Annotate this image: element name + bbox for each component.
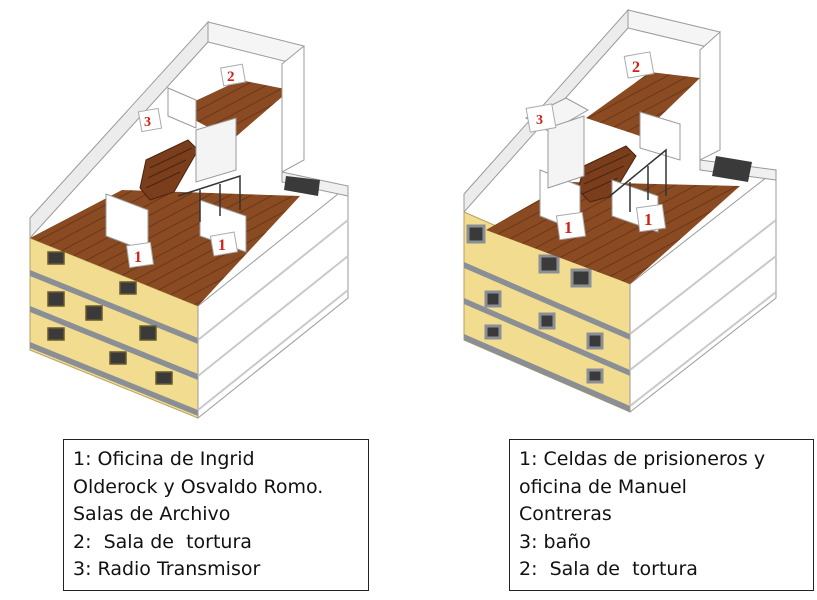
svg-text:3: 3 (536, 113, 543, 128)
legend-left-line: 2: Sala de tortura (73, 530, 252, 553)
right-room-tag: 1 (555, 211, 587, 241)
legend-left-line: Salas de Archivo (73, 503, 231, 525)
svg-text:1: 1 (644, 210, 653, 229)
legend-right-line: Contreras (519, 503, 612, 525)
legend-right: 1: Celdas de prisioneros y oficina de Ma… (509, 439, 814, 591)
right-partition (547, 115, 585, 189)
svg-text:1: 1 (564, 218, 573, 237)
legend-left: 1: Oficina de Ingrid Olderock y Osvaldo … (63, 439, 369, 591)
legend-right-line: oficina de Manuel (519, 475, 687, 498)
left-stair-steps (145, 147, 193, 189)
right-facade-band (464, 334, 630, 412)
left-windows (47, 251, 173, 385)
left-railing (177, 174, 241, 222)
right-railing (609, 148, 667, 212)
right-building-model (463, 8, 777, 414)
left-room-tag: 3 (137, 107, 163, 133)
legend-left-line: 1: Oficina de Ingrid (73, 448, 255, 470)
left-floor-upper (176, 80, 290, 140)
legend-right-line: 3: baño (519, 530, 591, 553)
right-facade-band (464, 262, 630, 340)
right-windows (466, 224, 604, 384)
svg-text:2: 2 (227, 69, 235, 85)
right-side-stripes (629, 219, 777, 407)
left-room-tag: 2 (220, 63, 246, 87)
left-partition (195, 117, 237, 183)
left-building-model (29, 20, 349, 420)
legend-left-line: 3: Radio Transmisor (73, 558, 261, 580)
legend-right-line: 1: Celdas de prisioneros y (519, 448, 766, 470)
legend-left-line: Olderock y Osvaldo Romo. (73, 475, 324, 498)
left-inner-wall (281, 44, 305, 173)
svg-text:1: 1 (218, 237, 226, 254)
svg-text:2: 2 (632, 59, 640, 76)
left-staircase (139, 139, 199, 201)
left-side-stripes (197, 219, 349, 411)
left-room-tag: 1 (209, 231, 239, 257)
left-facade-band (30, 306, 198, 380)
left-facade-band (30, 342, 198, 416)
right-floor-upper (586, 72, 700, 136)
right-room-tag: 2 (623, 51, 655, 79)
svg-text:3: 3 (144, 115, 151, 130)
right-dark-opening (712, 156, 752, 182)
left-partition (167, 87, 197, 129)
right-room-tag: 3 (525, 103, 557, 133)
right-facade-band (464, 298, 630, 376)
legend-right-line: 2: Sala de tortura (519, 558, 698, 580)
right-partition (639, 111, 681, 161)
right-room-tag: 1 (635, 203, 667, 233)
left-room-tag: 1 (126, 241, 154, 269)
right-inner-wall (699, 30, 721, 161)
svg-text:1: 1 (134, 249, 142, 266)
left-dark-opening (284, 176, 320, 196)
left-side-wall (197, 184, 349, 420)
